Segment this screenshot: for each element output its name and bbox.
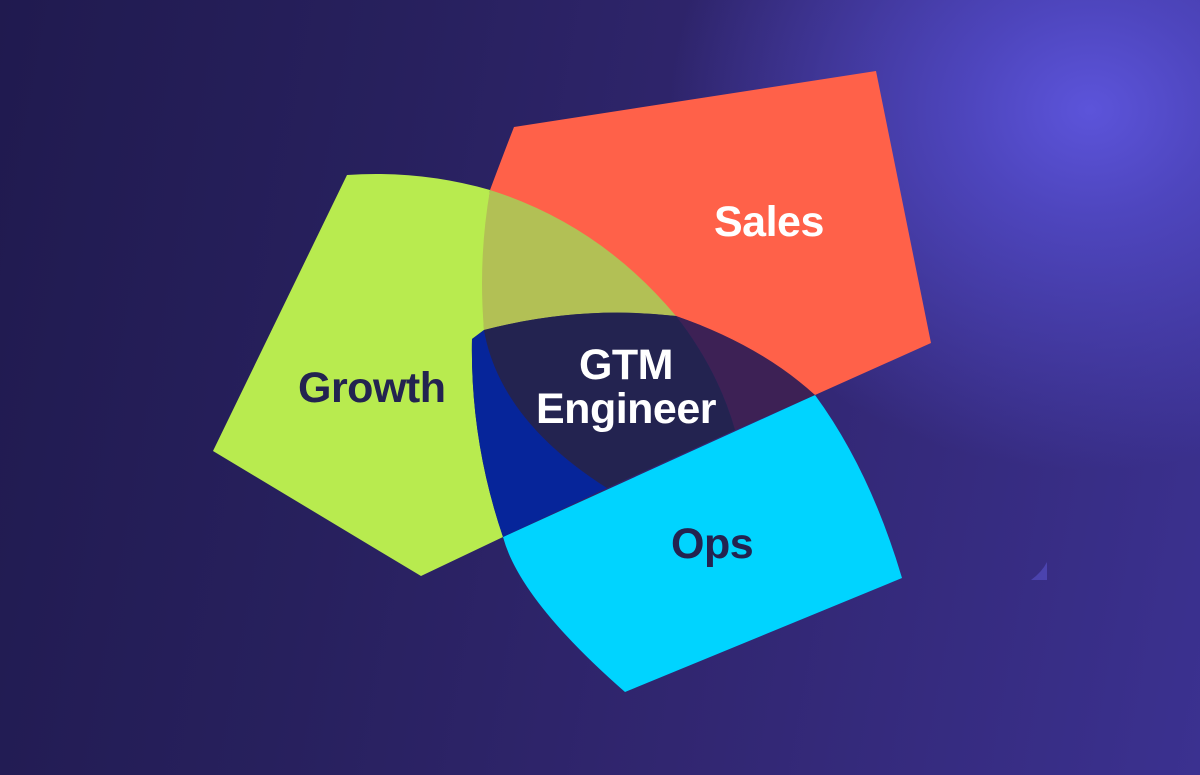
sales-shape [490,71,931,395]
ops-label: Ops [671,520,754,568]
growth-shape [213,174,503,576]
center-label-line1: GTM [578,341,674,389]
growth-sales-overlap [482,190,676,330]
growth-ops-overlap [471,330,607,537]
growth-label: Growth [298,364,446,412]
center-overlap [484,312,735,488]
ops-shape [503,395,902,692]
faint-triangle [1031,562,1047,580]
center-label: GTM Engineer [530,343,722,431]
sales-label: Sales [714,198,824,246]
sales-ops-overlap [676,316,815,430]
center-label-line2: Engineer [536,385,717,433]
